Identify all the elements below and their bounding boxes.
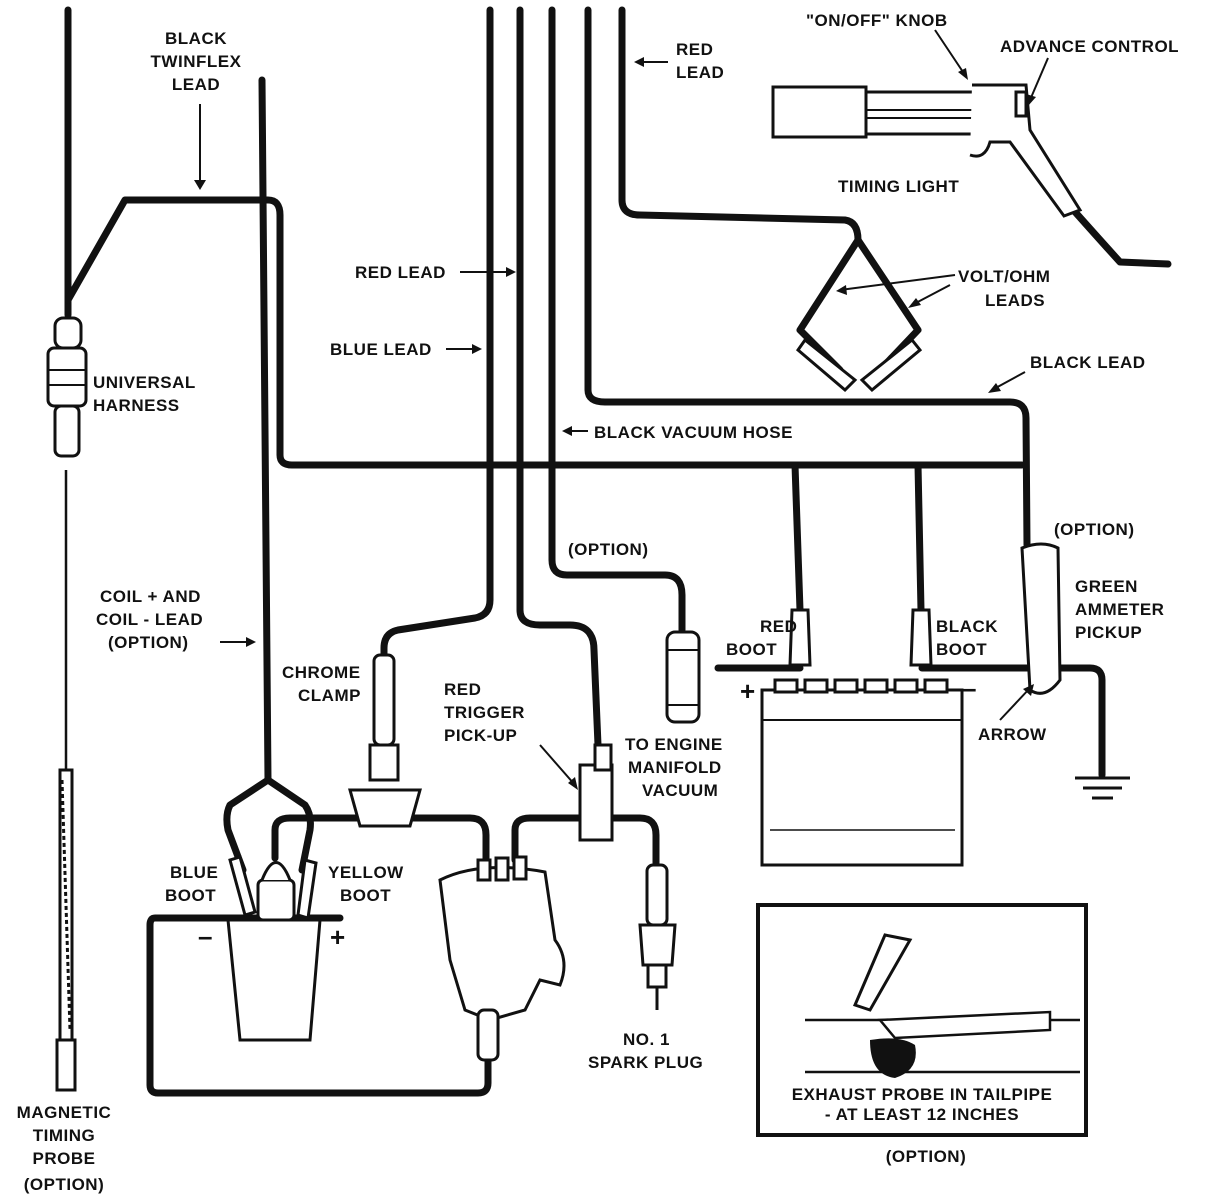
label-engine-vacuum-1: TO ENGINE (625, 735, 723, 754)
label-option-exhaust: (OPTION) (886, 1147, 967, 1166)
label-red-lead-top-1: RED (676, 40, 713, 59)
pointer-arrows (194, 29, 1049, 790)
label-blue-lead: BLUE LEAD (330, 340, 432, 359)
black-twinflex-wire (64, 196, 1026, 469)
label-battery-minus: – (962, 673, 977, 703)
label-chrome-clamp-2: CLAMP (298, 686, 361, 705)
label-green-ammeter-1: GREEN (1075, 577, 1138, 596)
black-vacuum-hose (548, 6, 686, 634)
red-trigger-pickup (578, 743, 614, 842)
blue-lead-wire (516, 6, 602, 749)
label-red-trigger-1: RED (444, 680, 481, 699)
label-green-ammeter-3: PICKUP (1075, 623, 1142, 642)
label-yellow-boot-2: BOOT (340, 886, 391, 905)
label-advance-control: ADVANCE CONTROL (1000, 37, 1179, 56)
green-ammeter-pickup (1020, 542, 1062, 695)
timing-light (771, 83, 1083, 218)
black-ammeter-wire (584, 6, 1031, 549)
label-red-trigger-3: PICK-UP (444, 726, 517, 745)
label-black-boot-2: BOOT (936, 640, 987, 659)
label-engine-vacuum-3: VACUUM (642, 781, 718, 800)
label-black-twinflex-1: BLACK (165, 29, 227, 48)
label-black-lead: BLACK LEAD (1030, 353, 1146, 372)
label-red-boot-2: BOOT (726, 640, 777, 659)
volt-ohm-clips (795, 337, 923, 393)
magnetic-timing-probe (46, 316, 88, 1092)
battery-negative-cable (918, 664, 1106, 779)
label-blue-boot-2: BOOT (165, 886, 216, 905)
label-yellow-boot-1: YELLOW (328, 863, 404, 882)
label-magnetic-probe-1: MAGNETIC (17, 1103, 112, 1122)
label-timing-light: TIMING LIGHT (838, 177, 959, 196)
label-red-boot-1: RED (760, 617, 797, 636)
label-universal-harness-1: UNIVERSAL (93, 373, 196, 392)
label-volt-ohm-2: LEADS (985, 291, 1045, 310)
label-engine-vacuum-2: MANIFOLD (628, 758, 722, 777)
red-boot-wire (791, 461, 804, 614)
label-option-ammeter: (OPTION) (1054, 520, 1135, 539)
label-coil-minus: – (198, 921, 213, 951)
chrome-clamp (348, 653, 422, 828)
label-red-lead-top-2: LEAD (676, 63, 724, 82)
label-coil-lead-3: (OPTION) (108, 633, 189, 652)
bottom-loop-wire (146, 914, 492, 1097)
label-coil-lead-1: COIL + AND (100, 587, 201, 606)
label-spark-plug-2: SPARK PLUG (588, 1053, 703, 1072)
label-coil-plus: + (330, 922, 346, 952)
ignition-coil (226, 855, 322, 1042)
label-universal-harness-2: HARNESS (93, 396, 180, 415)
label-battery-plus: + (740, 676, 756, 706)
label-arrow: ARROW (978, 725, 1047, 744)
label-black-vacuum-hose: BLACK VACUUM HOSE (594, 423, 793, 442)
label-green-ammeter-2: AMMETER (1075, 600, 1164, 619)
label-spark-plug-1: NO. 1 (623, 1030, 670, 1049)
label-blue-boot-1: BLUE (170, 863, 218, 882)
coil-lead-wire (258, 76, 272, 784)
label-on-off-knob: "ON/OFF" KNOB (806, 11, 948, 30)
label-volt-ohm-1: VOLT/OHM (958, 267, 1050, 286)
labels: BLACK TWINFLEX LEAD RED LEAD "ON/OFF" KN… (17, 11, 1179, 1194)
battery (760, 608, 964, 867)
label-black-boot-1: BLACK (936, 617, 998, 636)
label-magnetic-probe-3: PROBE (33, 1149, 96, 1168)
red-lead-wire (380, 6, 494, 664)
wires (64, 6, 1172, 1097)
spark-plug (638, 863, 677, 1010)
label-exhaust-probe-2: - AT LEAST 12 INCHES (825, 1105, 1019, 1124)
label-red-lead-mid: RED LEAD (355, 263, 446, 282)
distributor (438, 855, 566, 1062)
label-magnetic-probe-2: TIMING (33, 1126, 96, 1145)
label-red-trigger-2: TRIGGER (444, 703, 525, 722)
exhaust-probe-inset (756, 903, 1088, 1137)
label-exhaust-probe-1: EXHAUST PROBE IN TAILPIPE (792, 1085, 1053, 1104)
label-chrome-clamp-1: CHROME (282, 663, 361, 682)
label-black-twinflex-2: TWINFLEX (151, 52, 242, 71)
label-magnetic-probe-4: (OPTION) (24, 1175, 105, 1194)
red-volt-ohm-wire (618, 6, 862, 244)
vacuum-fitting (665, 630, 701, 724)
ground-symbol (1075, 776, 1130, 800)
label-black-twinflex-3: LEAD (172, 75, 220, 94)
label-option-vacuum: (OPTION) (568, 540, 649, 559)
coil-primary-leads (223, 776, 314, 874)
black-boot-wire (914, 461, 925, 614)
label-coil-lead-2: COIL - LEAD (96, 610, 203, 629)
